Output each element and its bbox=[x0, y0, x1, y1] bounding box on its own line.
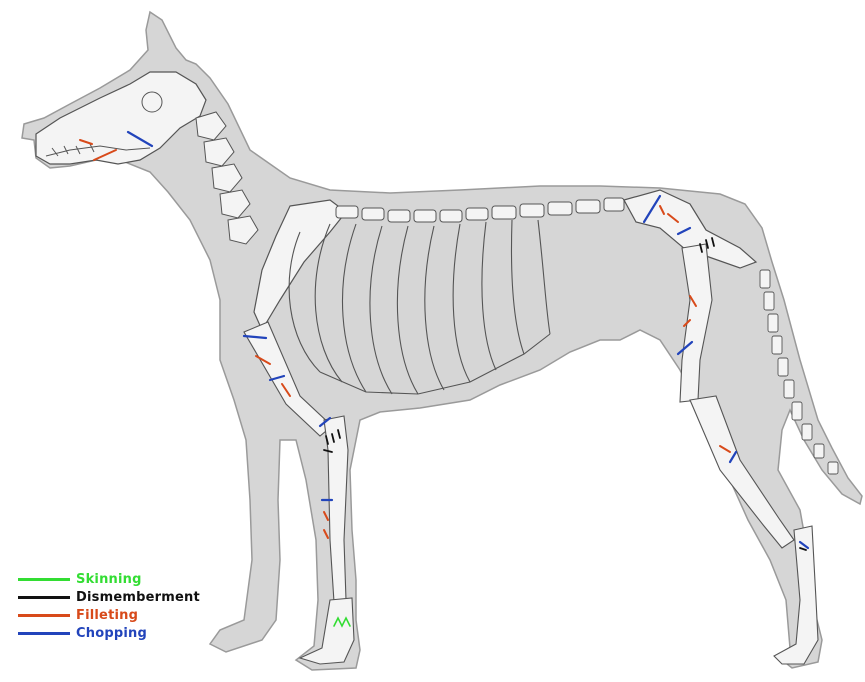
legend-item-chopping: Chopping bbox=[18, 624, 200, 642]
legend-swatch-filleting bbox=[18, 614, 70, 617]
legend-swatch-skinning bbox=[18, 578, 70, 581]
legend-label-chopping: Chopping bbox=[76, 626, 147, 641]
legend-swatch-chopping bbox=[18, 632, 70, 635]
legend: Skinning Dismemberment Filleting Choppin… bbox=[18, 570, 200, 642]
legend-item-dismemberment: Dismemberment bbox=[18, 588, 200, 606]
legend-label-skinning: Skinning bbox=[76, 572, 142, 587]
legend-swatch-dismemberment bbox=[18, 596, 70, 599]
legend-item-filleting: Filleting bbox=[18, 606, 200, 624]
legend-item-skinning: Skinning bbox=[18, 570, 200, 588]
legend-label-dismemberment: Dismemberment bbox=[76, 590, 200, 605]
legend-label-filleting: Filleting bbox=[76, 608, 138, 623]
